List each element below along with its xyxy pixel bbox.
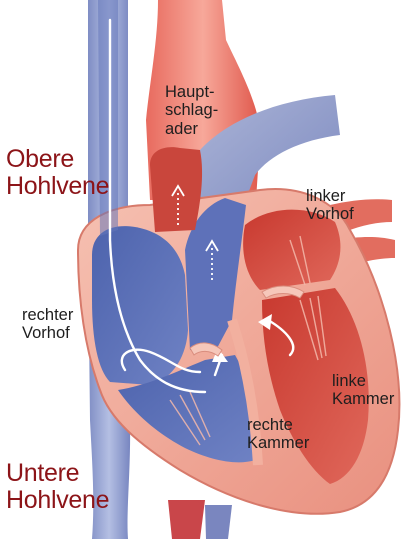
label-right-ventricle: rechte Kammer bbox=[247, 416, 309, 453]
label-inferior-vena-cava: Untere Hohlvene bbox=[6, 460, 109, 514]
vena-cava-inner bbox=[98, 0, 118, 236]
label-right-atrium: rechter Vorhof bbox=[22, 306, 73, 343]
label-aorta: Haupt- schlag- ader bbox=[165, 83, 218, 138]
lower-vessel-stub-2 bbox=[205, 505, 232, 539]
lower-vessel-stub bbox=[168, 500, 205, 539]
label-left-atrium: linker Vorhof bbox=[306, 187, 354, 224]
label-superior-vena-cava: Obere Hohlvene bbox=[6, 146, 109, 200]
label-left-ventricle: linke Kammer bbox=[332, 372, 394, 409]
